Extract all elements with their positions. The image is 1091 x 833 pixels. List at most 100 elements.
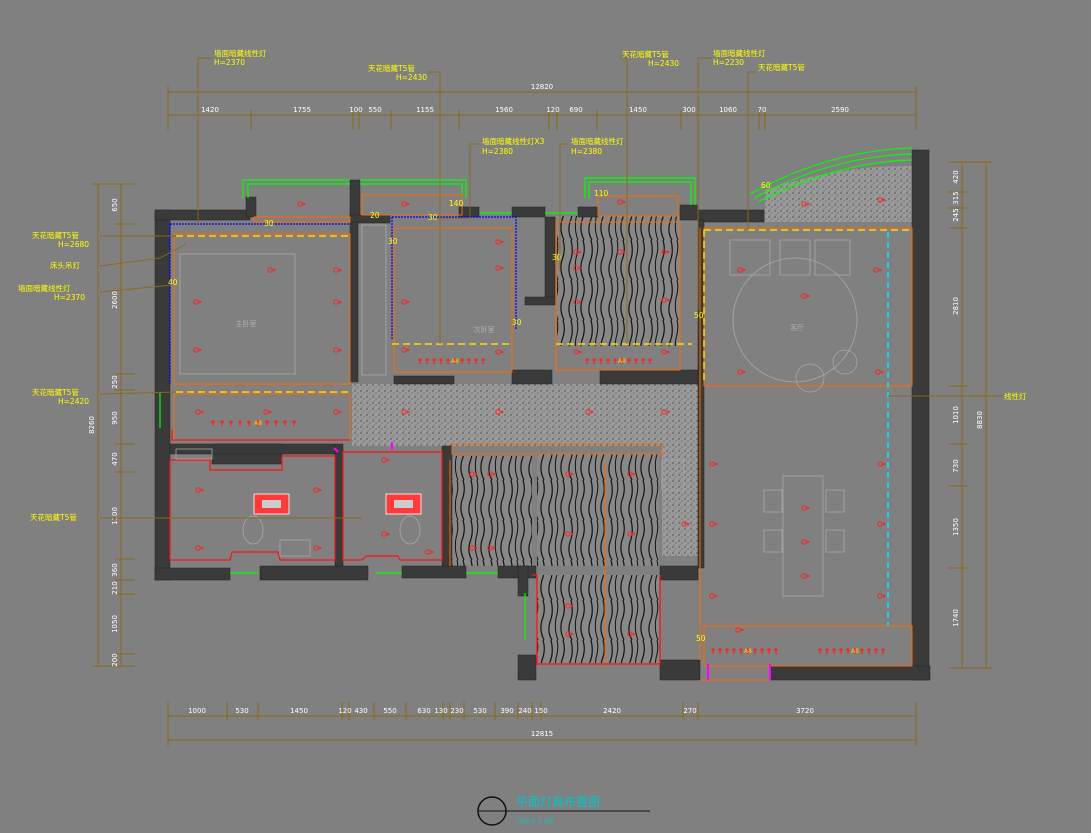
downlight-icon [193,347,199,353]
chair [763,529,783,553]
right-dim-2: 315 [952,191,960,204]
downlight-icon [627,471,633,477]
top-dim-5: 1560 [495,106,513,114]
mark-9: 60 [761,181,771,190]
lamp-mark [229,420,233,426]
stool [832,349,858,375]
lamp-mark [439,358,443,364]
downlight-arrow [806,506,811,510]
lamp-mark [599,358,603,364]
lamp-mark [867,648,871,654]
downlight-icon [681,521,687,527]
bay-windows [159,147,913,640]
lamp-mark [818,648,822,654]
downlight-icon [565,531,571,537]
lamp-mark [238,420,242,426]
top-dim-6: 120 [546,106,559,114]
downlight-arrow [338,348,343,352]
bottom-dim-15: 3720 [796,707,814,715]
downlight-arrow [632,632,637,636]
top-dim-9: 300 [682,106,695,114]
lamp-mark [746,648,750,654]
chair [825,529,845,553]
wall-right [911,149,930,681]
wall-interior [524,296,556,306]
lamp-mark [874,648,878,654]
downlight-icon [709,593,715,599]
downlight-icon [195,545,201,551]
downlight-icon [381,531,387,537]
downlight-arrow [806,540,811,544]
downlight-icon [565,631,571,637]
ann-l1-l2: H=2680 [58,240,89,249]
downlight-arrow [590,410,595,414]
downlight-icon [801,539,807,545]
lamp-row-label: A8 [618,358,626,365]
lamp-mark [274,420,278,426]
lamp-mark [265,420,269,426]
bottom-dim-10: 390 [500,707,513,715]
downlight-icon [487,471,493,477]
downlight-icon [617,199,623,205]
lamp-mark [711,648,715,654]
bottom-total-dim: 12815 [531,730,553,738]
lamp-row-label: A8 [851,648,859,655]
lamp-mark [825,648,829,654]
lamp-mark [585,358,589,364]
downlight-icon [333,299,339,305]
bed [179,253,296,375]
left-dim-5: 1100 [111,507,119,525]
top-dim-1: 1755 [293,106,311,114]
lamp-mark [718,648,722,654]
blue-lines [169,216,517,384]
downlight-arrow [666,350,671,354]
downlight-arrow [474,472,479,476]
downlight-icon [263,409,269,415]
wall-interior [599,369,699,385]
armchair [779,239,811,276]
downlight-arrow [578,266,583,270]
lamp-mark [634,358,638,364]
armchair [814,239,851,276]
bottom-dim-7: 130 [434,707,447,715]
top-dim-10: 1060 [719,106,737,114]
wall-interior [393,375,455,385]
chair [763,489,783,513]
lamp-mark [211,420,215,426]
downlight-icon [565,603,571,609]
downlight-arrow [570,472,575,476]
wall-seg [349,179,361,221]
lamp-mark [481,358,485,364]
lamp-mark [425,358,429,364]
downlight-icon [401,201,407,207]
left-dim-6: 360 [111,563,119,576]
right-dim-7: 1740 [952,609,960,627]
downlight-icon [709,521,715,527]
wall-interior [349,221,359,383]
left-dim-7: 210 [111,581,119,594]
side-floor-texture [662,446,698,556]
wall-bottom-right [769,665,931,681]
mark-10: 50 [694,311,704,320]
fixture [175,448,213,460]
ann-a4-l1: 墙面暗藏线性灯 [571,136,624,146]
left-dim-3: 950 [111,411,119,424]
downlight-icon [333,409,339,415]
lamp-row-label: A8 [451,358,459,365]
ann-l4-l1: 天花暗藏T5管 [32,387,79,397]
downlight-arrow [272,268,277,272]
bottom-dim-13: 2420 [603,707,621,715]
toilet [399,515,421,545]
right-dim-3: 2810 [952,297,960,315]
ann-a4-l2: H=2380 [571,147,602,156]
lamp-mark [220,420,224,426]
wall-seg [577,206,599,218]
downlight-icon [661,409,667,415]
wood-floor-lower [537,575,659,663]
lamp-mark [627,358,631,364]
bottom-segment-labels: 1000 530 1450 120 430 550 630 130 230 53… [188,707,814,715]
armchair [729,239,771,276]
downlight-arrow [430,550,435,554]
ceiling-edges [173,194,913,681]
downlight-arrow [740,628,745,632]
